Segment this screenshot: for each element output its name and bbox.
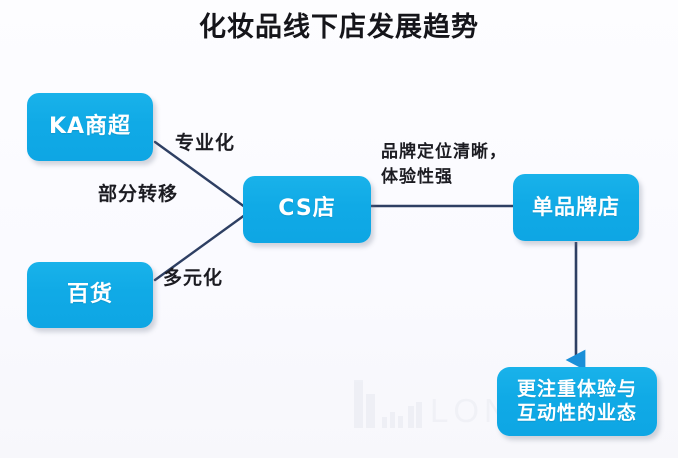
edge-label-diversified: 多元化: [163, 267, 224, 289]
edge-label-professional: 专业化: [175, 132, 236, 154]
node-experience-format-line1: 更注重体验与: [516, 378, 637, 401]
node-experience-format-line2: 互动性的业态: [516, 401, 637, 424]
node-cs-store-label: CS店: [278, 196, 336, 222]
edge-label-brand-positioning-line2: 体验性强: [381, 166, 453, 187]
node-single-brand-store-label: 单品牌店: [532, 194, 620, 219]
node-single-brand-store[interactable]: 单品牌店: [513, 174, 639, 241]
edge-label-brand-positioning: 品牌定位清晰， 体验性强: [381, 140, 507, 189]
node-cs-store[interactable]: CS店: [243, 176, 371, 243]
page-title: 化妆品线下店发展趋势: [199, 12, 479, 43]
node-department-store[interactable]: 百货: [27, 262, 153, 328]
node-ka-supermarket-label: KA商超: [48, 113, 132, 139]
node-department-store-label: 百货: [66, 281, 113, 307]
edge-ka-to-cs: [153, 140, 251, 212]
node-ka-supermarket[interactable]: KA商超: [27, 93, 153, 161]
edge-label-partial-transfer: 部分转移: [98, 183, 179, 205]
edge-label-brand-positioning-line1: 品牌定位清晰，: [381, 142, 507, 162]
node-experience-format-label: 更注重体验与 互动性的业态: [517, 378, 637, 424]
node-experience-format[interactable]: 更注重体验与 互动性的业态: [497, 367, 657, 436]
edge-department-to-cs: [153, 210, 251, 282]
